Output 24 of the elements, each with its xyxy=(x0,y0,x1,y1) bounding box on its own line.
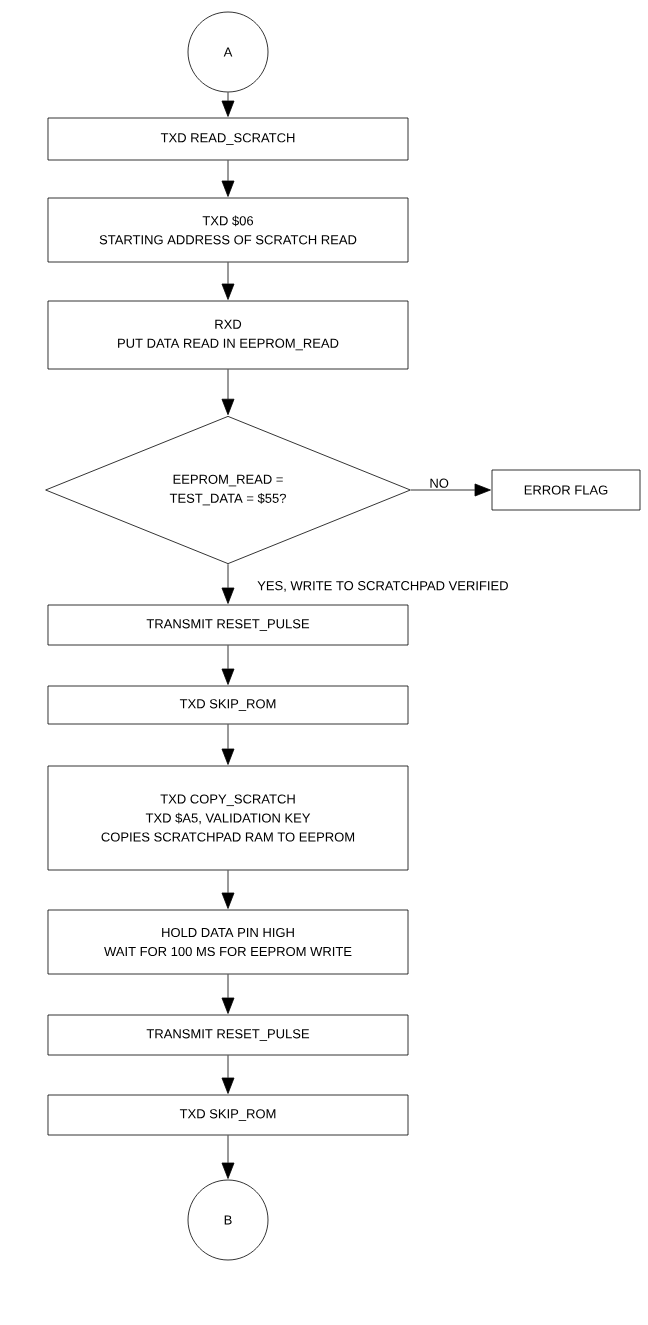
arrow xyxy=(221,563,235,604)
process-box: TXD $06 STARTING ADDRESS OF SCRATCH READ xyxy=(47,197,409,263)
arrow xyxy=(221,870,235,909)
process-box: TXD COPY_SCRATCH TXD $A5, VALIDATION KEY COPIES SCRATCHPAD RAM TO EEPROM xyxy=(47,765,409,871)
arrow xyxy=(221,974,235,1014)
arrow xyxy=(221,645,235,685)
arrow xyxy=(221,1135,235,1179)
arrow xyxy=(410,483,491,497)
process-box: TXD SKIP_ROM xyxy=(47,1094,409,1136)
arrow xyxy=(221,1055,235,1094)
edge-label: YES, WRITE TO SCRATCHPAD VERIFIED xyxy=(256,580,510,593)
process-box: TRANSMIT RESET_PULSE xyxy=(47,1014,409,1056)
process-box: RXD PUT DATA READ IN EEPROM_READ xyxy=(47,300,409,370)
process-box: ERROR FLAG xyxy=(491,469,641,511)
process-box: TRANSMIT RESET_PULSE xyxy=(47,604,409,646)
process-box: TXD READ_SCRATCH xyxy=(47,117,409,161)
arrow xyxy=(221,369,235,416)
arrow xyxy=(221,160,235,197)
edge-label: NO xyxy=(428,477,450,489)
arrow xyxy=(221,724,235,765)
process-box: HOLD DATA PIN HIGH WAIT FOR 100 MS FOR EEPROM WRITE xyxy=(47,909,409,975)
process-box: TXD SKIP_ROM xyxy=(47,685,409,725)
arrow xyxy=(221,92,235,117)
arrow xyxy=(221,262,235,300)
